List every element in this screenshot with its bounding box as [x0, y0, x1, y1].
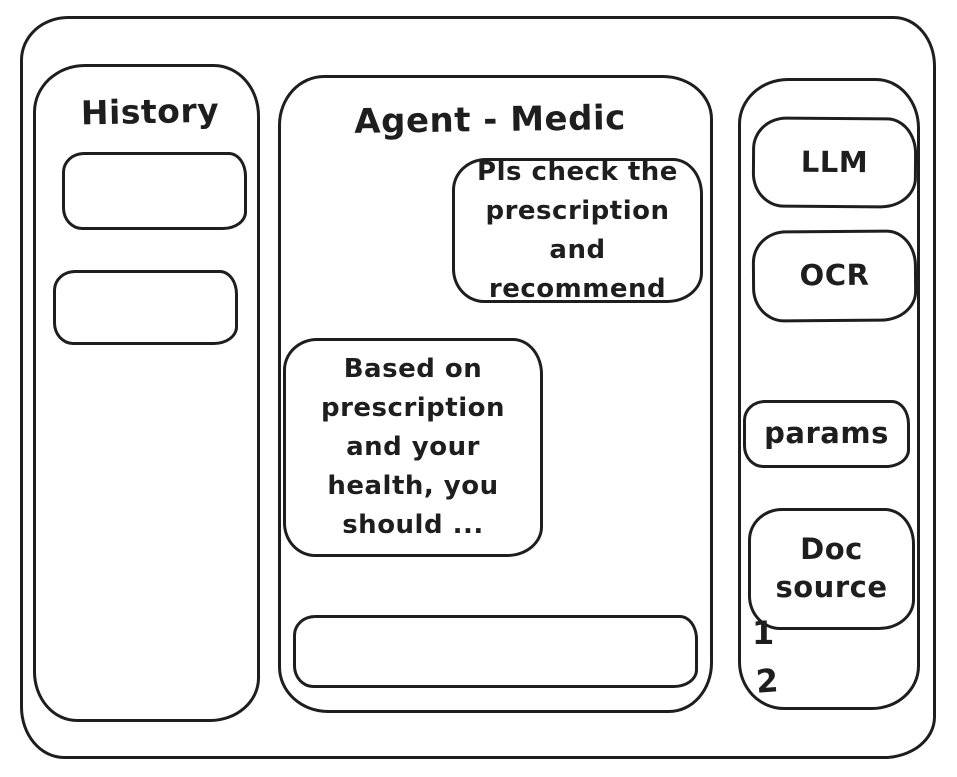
chat-title: Agent - Medic [353, 98, 627, 142]
history-item[interactable] [53, 270, 238, 345]
ocr-button[interactable]: OCR [751, 229, 918, 323]
user-message-bubble: Pls check the prescription and recommend [452, 157, 703, 304]
llm-button[interactable]: LLM [751, 116, 918, 209]
chat-input[interactable] [293, 615, 698, 688]
params-button[interactable]: params [743, 400, 910, 468]
history-item[interactable] [62, 152, 247, 230]
doc-source-item-2[interactable]: 2 [754, 661, 780, 701]
doc-source-button[interactable]: Doc source [748, 508, 915, 630]
agent-message-bubble: Based on prescription and your health, y… [283, 338, 543, 557]
history-title: History [80, 90, 220, 133]
doc-source-item-1[interactable]: 1 [752, 614, 775, 652]
